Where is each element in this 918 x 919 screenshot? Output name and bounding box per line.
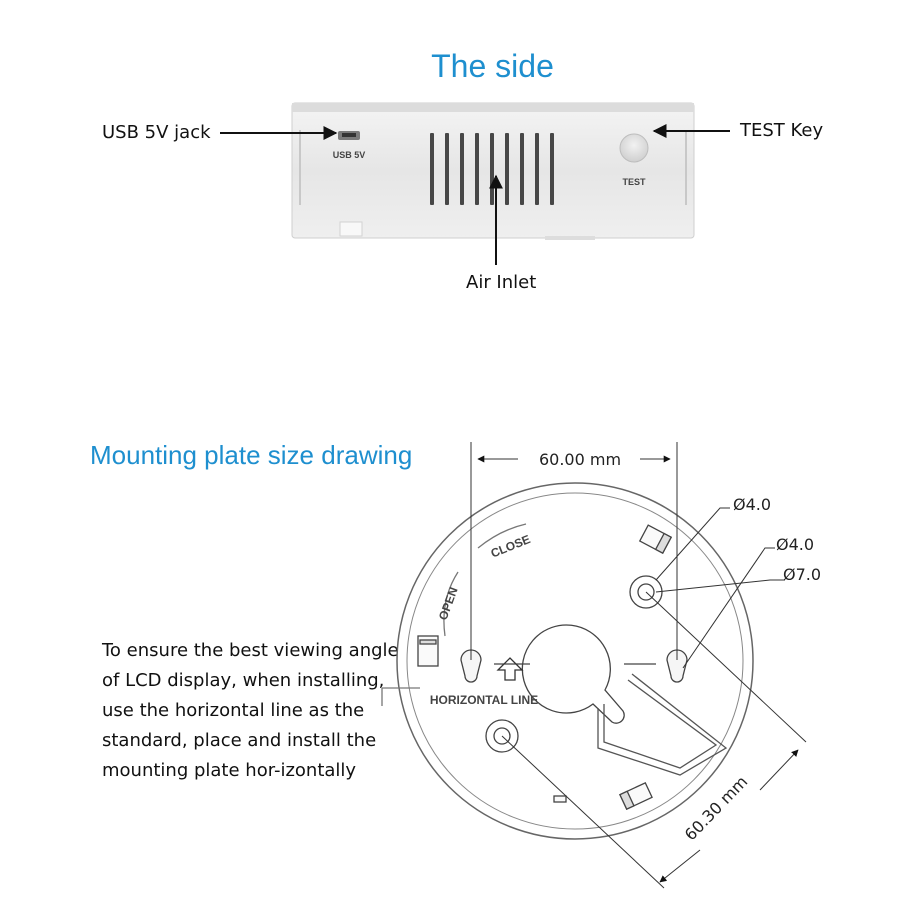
- width-dimension-value: 60.00 mm: [539, 450, 621, 469]
- usb-jack-label: USB 5V jack: [102, 122, 211, 143]
- usb-port-icon: [338, 131, 360, 140]
- mounting-plate: [381, 482, 754, 840]
- horizontal-line-label: HORIZONTAL LINE: [430, 693, 538, 707]
- diagonal-dimension: [501, 591, 807, 889]
- hole-diameter-c: Ø7.0: [783, 565, 821, 584]
- hole-diameter-b: Ø4.0: [776, 535, 814, 554]
- test-button-icon: [619, 133, 649, 163]
- hole-diameter-leaders: [655, 507, 785, 669]
- test-key-label: TEST Key: [740, 120, 824, 141]
- side-view-title: The side: [431, 48, 554, 84]
- test-button-mark: TEST: [622, 177, 646, 187]
- air-vent-grille: [430, 133, 554, 205]
- width-dimension: [470, 442, 678, 660]
- hole-diameter-a: Ø4.0: [733, 495, 771, 514]
- open-direction-label: OPEN: [436, 585, 461, 622]
- mounting-plate-title: Mounting plate size drawing: [90, 440, 413, 470]
- device-side-view: USB 5V TEST: [291, 102, 695, 240]
- installation-instructions: To ensure the best viewing angle of LCD …: [102, 640, 399, 781]
- air-inlet-label: Air Inlet: [466, 272, 537, 293]
- usb-port-mark: USB 5V: [333, 150, 366, 160]
